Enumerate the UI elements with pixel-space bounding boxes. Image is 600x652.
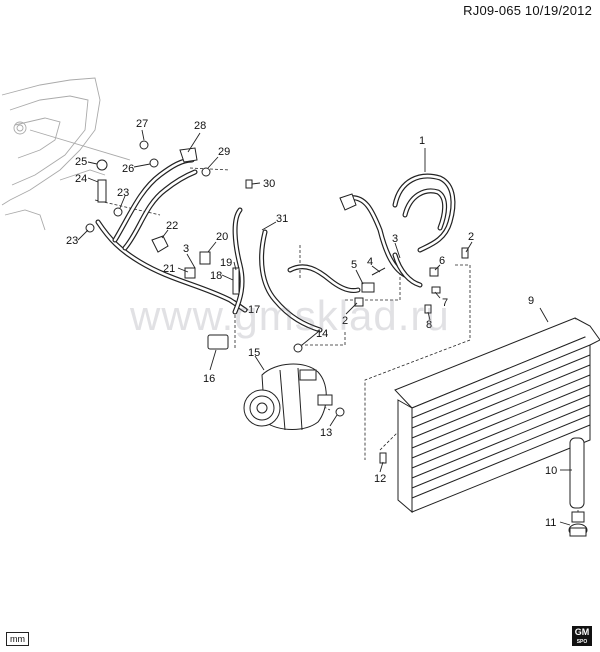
- callout-4: 4: [367, 256, 373, 268]
- engine-outline: [1, 77, 131, 231]
- callout-5: 5: [351, 259, 357, 271]
- callout-23: 23: [117, 187, 129, 199]
- callout-6: 6: [439, 255, 445, 267]
- gm-logo-sub: SPO: [576, 639, 588, 645]
- callout-12: 12: [374, 473, 386, 485]
- callout-3b: 3: [392, 233, 398, 245]
- liquid-line: [345, 173, 456, 288]
- callout-23b: 23: [66, 235, 78, 247]
- callout-11: 11: [545, 517, 556, 529]
- gm-logo: GM SPO: [572, 626, 592, 646]
- callout-3: 3: [183, 243, 189, 255]
- callout-29: 29: [218, 146, 230, 158]
- hose-assembly: [95, 157, 361, 333]
- callout-1: 1: [419, 135, 425, 147]
- callout-24: 24: [75, 173, 87, 185]
- diagram-reference: RJ09-065 10/19/2012: [463, 3, 592, 18]
- callout-18: 18: [210, 270, 222, 282]
- callout-2: 2: [468, 231, 474, 243]
- callout-14: 14: [316, 328, 328, 340]
- callout-26: 26: [122, 163, 134, 175]
- small-parts: [85, 140, 469, 464]
- callout-31: 31: [276, 213, 288, 225]
- callout-15: 15: [248, 347, 260, 359]
- callout-28: 28: [194, 120, 206, 132]
- watermark: www.gmsklad.ru: [130, 292, 450, 339]
- callout-30: 30: [263, 178, 275, 190]
- callout-8: 8: [426, 319, 432, 331]
- callout-20: 20: [216, 231, 228, 243]
- receiver-dryer: [568, 437, 588, 537]
- callout-13: 13: [320, 427, 332, 439]
- callout-17: 17: [248, 304, 260, 316]
- callout-2b: 2: [342, 315, 348, 327]
- callout-25: 25: [75, 156, 87, 168]
- callout-7: 7: [442, 297, 448, 309]
- leader-lines: [77, 129, 572, 526]
- callout-27: 27: [136, 118, 148, 130]
- gm-logo-text: GM: [574, 627, 590, 637]
- condenser-fins: [411, 344, 591, 499]
- callout-9: 9: [528, 295, 534, 307]
- callout-22: 22: [166, 220, 178, 232]
- callout-10: 10: [545, 465, 557, 477]
- callout-16: 16: [203, 373, 215, 385]
- callout-labels: 1 2 2 3 3 4 5 6 7 8 9 10 11 12 13 14 15 …: [66, 118, 557, 529]
- unit-box: mm: [6, 632, 29, 646]
- condenser: [394, 317, 600, 514]
- callout-19: 19: [220, 257, 232, 269]
- compressor: [243, 363, 333, 431]
- callout-21: 21: [163, 263, 175, 275]
